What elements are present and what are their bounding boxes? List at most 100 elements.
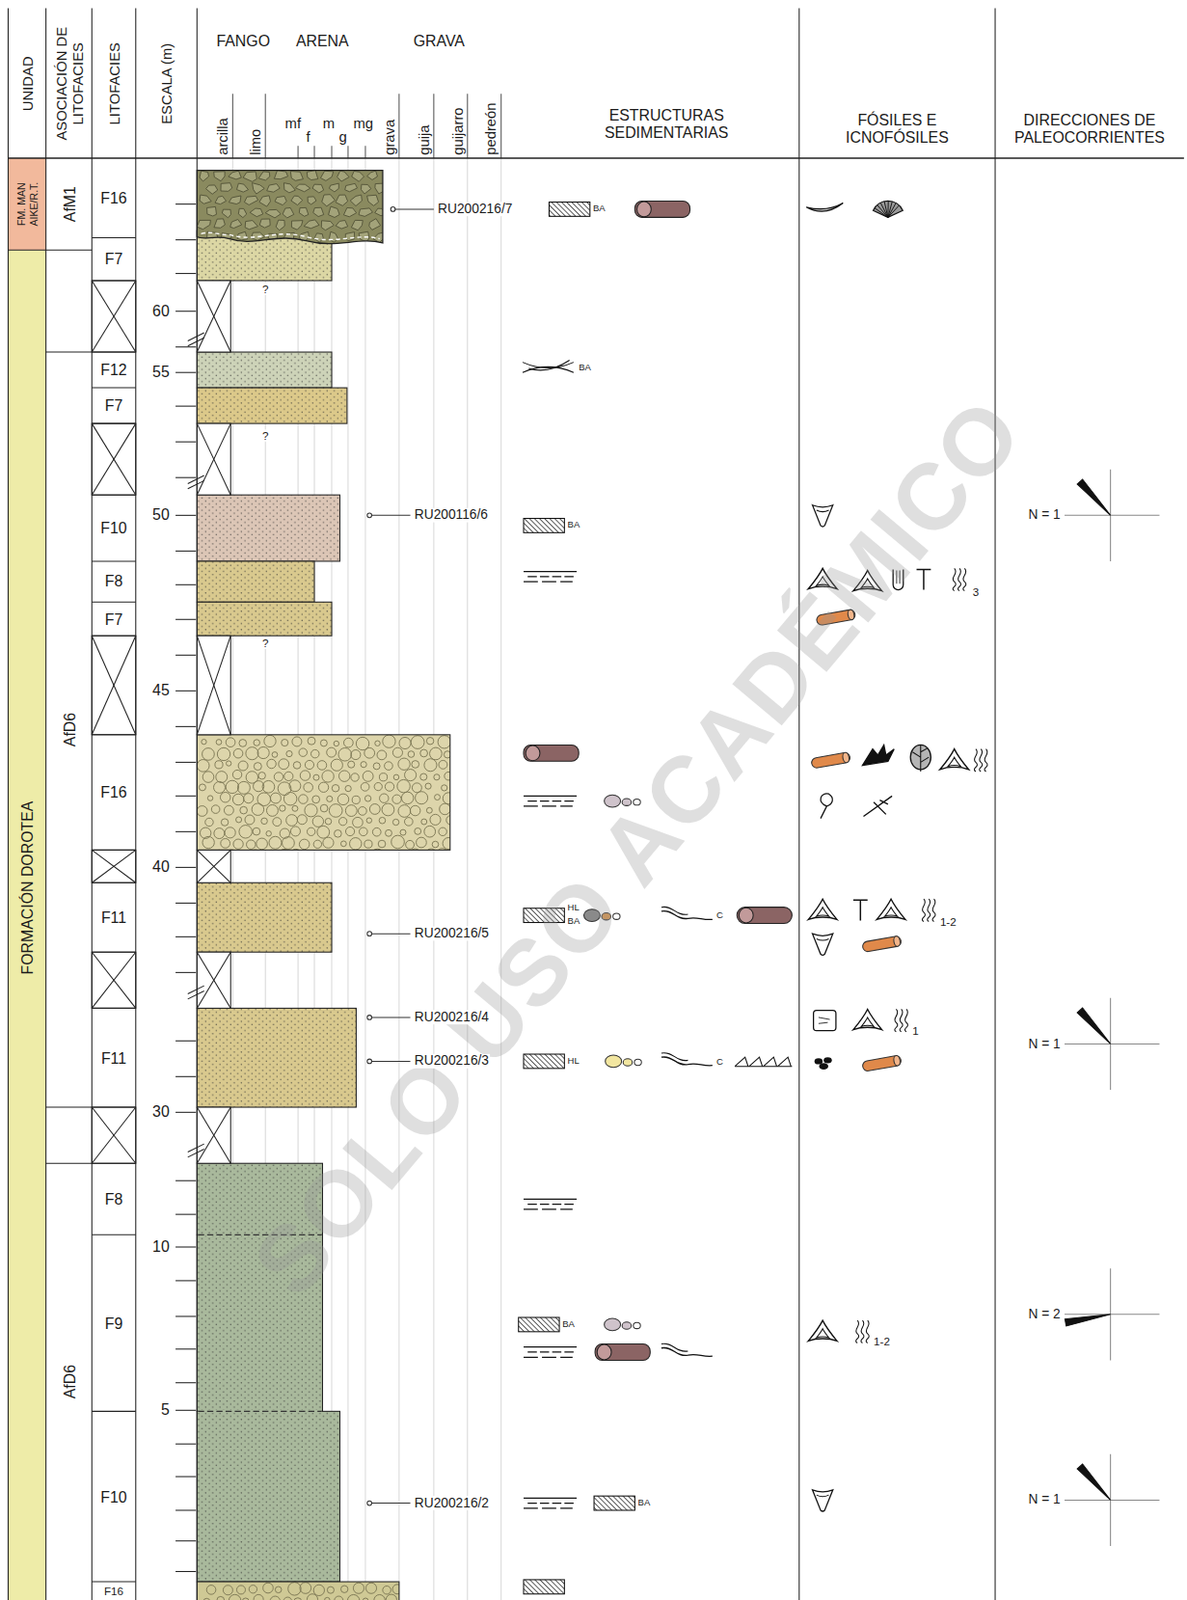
conglomerate-bed [243,195,258,205]
table-grid [46,351,93,353]
convolute-symbol [661,906,689,915]
bed [326,1586,334,1593]
conglomerate-bed [320,170,333,181]
rose-diagram [1064,1314,1110,1326]
trace-fossil-symbol [884,907,897,918]
bed [289,780,301,792]
conglomerate-bed [230,219,243,229]
bed [311,749,321,757]
bed [350,837,362,850]
bed [326,747,337,757]
table-grid [196,7,198,1600]
covered-box [196,280,231,352]
facies-association: AfD6 [46,351,93,1107]
bed [433,774,440,781]
bed [416,836,428,848]
cross-lamination-symbol [523,518,565,534]
bed [196,494,340,562]
trace-fossil-symbol [973,749,977,772]
conglomerate-bed [220,183,233,192]
rose-diagram [1064,1043,1160,1045]
cross-lamination-symbol [518,1317,560,1332]
bed [196,1410,340,1582]
bed [375,740,380,746]
covered-box [91,423,136,495]
bed [220,838,231,849]
bed [320,804,328,812]
intraclast-symbol [738,907,754,923]
structure-code: BA [593,204,606,215]
covered-box [196,423,231,495]
bed [414,827,422,835]
unit-bands [7,249,46,1600]
intraclast-symbol [594,1344,650,1361]
table-grid [91,1007,136,1009]
conglomerate-bed [196,170,387,243]
rose-diagram [1064,1267,1160,1360]
covered-box [196,635,231,735]
bed [207,795,213,801]
table-grid [7,7,1184,1600]
ripple-symbol [734,1056,749,1067]
scale-ticks [175,1348,196,1349]
scale-number: 50 [152,507,170,524]
clast-symbol [622,1058,633,1066]
conglomerate-bed [196,170,383,244]
bed [246,839,256,849]
covered-box [91,423,136,495]
rose-diagram [1064,469,1160,562]
covered-box [91,849,136,883]
grain-ticks [313,145,315,159]
grain-ticks [364,145,366,159]
bed [240,806,248,814]
bed [446,815,451,825]
measurement-count: N = 1 [1028,508,1061,523]
bed [364,839,373,848]
bed [236,1585,245,1594]
conglomerate-bed [196,170,387,244]
covered-box [91,1106,136,1163]
table-grid [46,249,93,251]
sample-leader [371,514,410,516]
sample-leader [390,207,396,213]
trace-fossil-symbol [815,907,829,918]
bed [236,816,243,823]
bed [360,782,370,792]
trace-fossil-symbol [984,749,988,772]
conglomerate-bed [282,207,295,217]
grain-grid [500,158,502,1600]
intraclast-symbol [596,1344,612,1360]
bed [364,795,371,802]
clast-symbol [605,1054,643,1068]
bone-symbol [818,1017,831,1024]
bed [202,748,216,761]
scale-ticks [175,1180,196,1182]
column-header: UNIDAD [7,7,46,159]
sample-code: RU200216/2 [413,1495,490,1511]
bed [263,1582,274,1593]
bed [442,836,451,849]
tooth-symbol [806,203,843,213]
grain-grid [432,158,434,1600]
section-break [188,985,205,994]
plant-symbol [820,793,833,819]
measurement-count: N = 1 [1028,1492,1061,1508]
bed [206,1585,216,1595]
cell-text: F9 [105,1314,124,1332]
bed [426,737,433,745]
convolute-symbol [661,1056,713,1066]
section-break [188,1143,205,1152]
shark-tooth-symbol [812,933,834,955]
bed [196,494,340,562]
grain-grid [364,158,366,1600]
lithofacies-cell: F10 [91,1410,136,1582]
bed [196,561,315,602]
table-grid [91,1581,136,1583]
bed [269,1595,281,1600]
table-grid [91,733,136,735]
bed [312,795,321,804]
bed [365,1582,377,1593]
bed [415,791,429,805]
structure-code: BA [578,363,592,374]
bed [442,792,451,805]
